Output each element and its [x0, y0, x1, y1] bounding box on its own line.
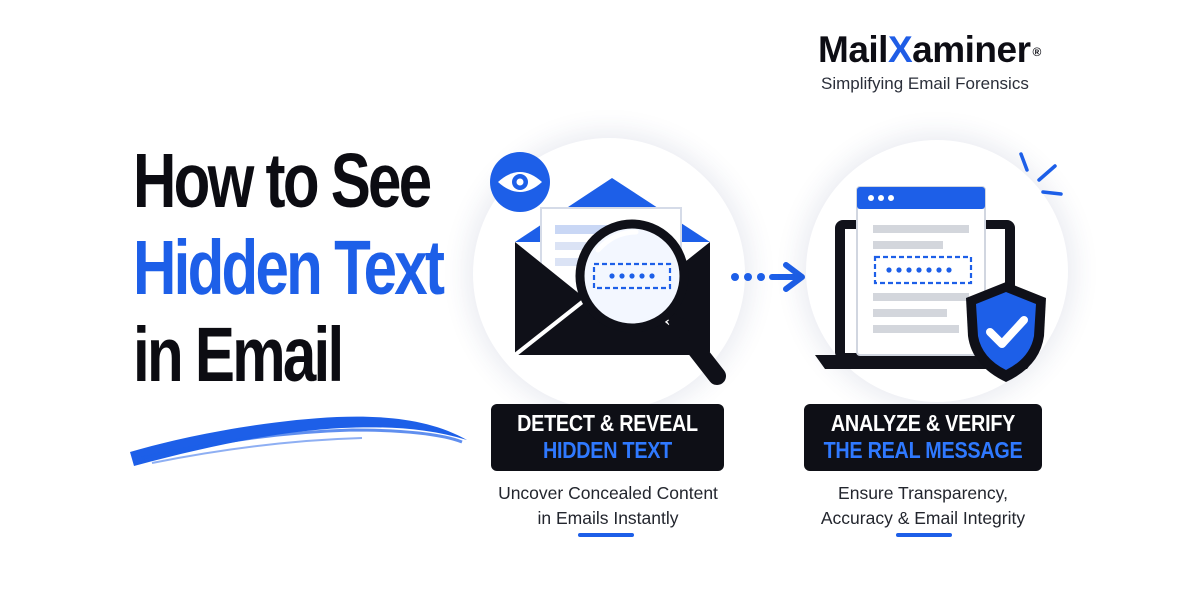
brand-name-part1: Mail [818, 29, 888, 70]
headline-line2: Hidden Text [133, 225, 445, 311]
step2-underline [896, 533, 952, 537]
eye-icon [490, 152, 550, 212]
step2-title-box: ANALYZE & VERIFY THE REAL MESSAGE [804, 404, 1042, 471]
step2-description: Ensure Transparency, Accuracy & Email In… [785, 481, 1061, 531]
step1-desc-line2: in Emails Instantly [537, 508, 679, 528]
registered-mark: ® [1032, 45, 1042, 59]
sparkle-icon [1019, 152, 1063, 196]
step1-description: Uncover Concealed Content in Emails Inst… [470, 481, 746, 531]
step1-underline [578, 533, 634, 537]
brand-name: MailXaminer® [818, 30, 1088, 70]
brand-name-x: X [887, 29, 913, 70]
brand-tagline: Simplifying Email Forensics [821, 74, 1029, 93]
arrow-right-icon [731, 262, 805, 292]
step2-title-line1: ANALYZE & VERIFY [830, 410, 1016, 436]
magnifying-glass-icon [575, 219, 726, 385]
step1-title-line1: DETECT & REVEAL [517, 410, 698, 436]
step1-title-line2: HIDDEN TEXT [542, 437, 673, 463]
brand-name-part2: aminer [912, 29, 1031, 70]
step2-title-line2: THE REAL MESSAGE [823, 437, 1023, 463]
headline-line1: How to See [133, 138, 432, 224]
brush-stroke-icon [130, 416, 467, 466]
brand-logo: MailXaminer® Simplifying Email Forensics [818, 30, 1088, 94]
headline: How to See Hidden Text in Email [133, 138, 473, 399]
shield-check-icon [966, 282, 1046, 382]
step1-desc-line1: Uncover Concealed Content [498, 483, 718, 503]
headline-line3: in Email [133, 312, 344, 398]
step2-desc-line2: Accuracy & Email Integrity [820, 508, 1026, 528]
step2-desc-line1: Ensure Transparency, [838, 483, 1008, 503]
laptop-icon [815, 186, 1037, 369]
step1-title-box: DETECT & REVEAL HIDDEN TEXT [491, 404, 724, 471]
